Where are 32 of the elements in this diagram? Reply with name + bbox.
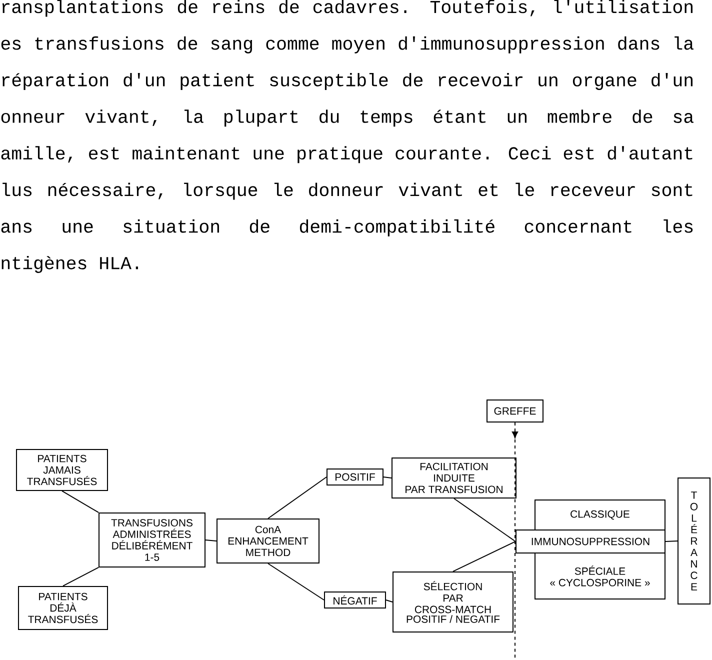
connector-line (205, 539, 217, 542)
process-box: ConA ENHANCEMENT METHOD (216, 518, 320, 564)
text-line: ransplantations de reins de cadavres. Toutefois, l'utilisation (2, 0, 692, 17)
text-line: es transfusions de sang comme moyen d'immunosuppression dans la (1, 36, 694, 54)
dashed-arrow (512, 422, 518, 438)
process-box: SÉLECTION PAR CROSS-MATCH POSITIF / NEGATIF (392, 571, 514, 632)
process-box: TRANSFUSIONS ADMINISTRÉES DÉLIBÉRÉMENT 1-5 (98, 512, 206, 568)
connector-line (386, 599, 393, 602)
text-line: réparation d'un patient susceptible de recevoir un organe d'un (2, 72, 692, 90)
connector-line (62, 490, 99, 513)
vertical-text-box: TOLÉRANCE (678, 477, 710, 604)
process-box: IMMUNOSUPPRESSION (516, 529, 666, 554)
connector-line (268, 476, 327, 519)
connector-line (454, 498, 516, 542)
connector-line (268, 562, 324, 600)
process-box: PATIENTS JAMAIS TRANSFUSÉS (16, 448, 108, 491)
text-line: ans une situation de demi-compatibilité concernant les (1, 219, 693, 236)
text-line: onneur vivant, la plupart du temps étant un membre de sa (1, 110, 694, 127)
process-box: PATIENTS DÉJÀ TRANSFUSÉS (18, 586, 108, 630)
text-line: lus nécessaire, lorsque le donneur vivant et le receveur sont (2, 182, 692, 200)
text-line: ntigènes HLA. (2, 256, 138, 273)
connector-line (665, 540, 678, 542)
process-box: POSITIF (326, 468, 384, 486)
process-box: NÉGATIF (324, 591, 386, 608)
process-box: FACILITATION INDUITE PAR TRANSFUSION (392, 457, 516, 498)
connector-line (383, 476, 392, 478)
connector-line (62, 566, 99, 586)
connector-line (452, 540, 516, 572)
process-box: SPÉCIALE « CYCLOSPORINE » (534, 552, 666, 600)
text-line: amille, est maintenant une pratique courante. Ceci est d'autant (1, 146, 692, 164)
process-box: CLASSIQUE (534, 499, 666, 530)
process-box: GREFFE (486, 399, 544, 422)
